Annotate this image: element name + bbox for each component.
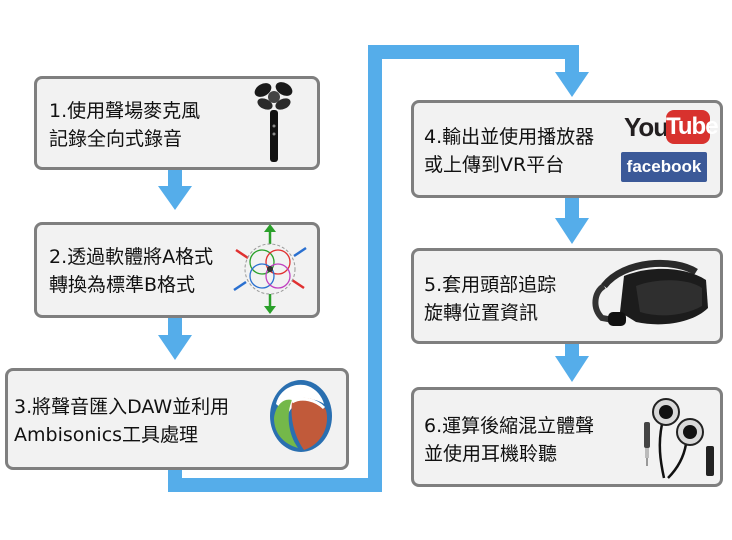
step-5-text: 5.套用頭部追踪 旋轉位置資訊 [424,271,556,327]
earphones-icon [644,398,714,479]
step-1-text: 1.使用聲場麥克風 記錄全向式錄音 [49,97,200,153]
arrow-step1-to-step2 [158,168,192,210]
step-5-line-1: 5.套用頭部追踪 [424,274,557,296]
step-3-text: 3.將聲音匯入DAW並利用 Ambisonics工具處理 [14,393,229,449]
ambisonic-microphone-icon [254,82,293,162]
step-6-line-2: 並使用耳機聆聽 [424,443,558,465]
step-4-text: 4.輸出並使用播放器 或上傳到VR平台 [424,123,594,179]
facebook-logo: facebook [621,152,707,182]
step-2-line-1: 2.透過軟體將A格式 [49,246,214,268]
step-4-line-1: 4.輸出並使用播放器 [424,126,595,148]
ambisonic-format-diagram-icon [233,224,307,314]
step-2-text: 2.透過軟體將A格式 轉換為標準B格式 [49,243,213,299]
arrow-step4-to-step5 [555,196,589,244]
vr-headset-icon [592,259,708,326]
reaper-daw-logo-icon [270,380,332,452]
step-2-line-2: 轉換為標準B格式 [49,274,196,296]
connector-step3-to-step4 [168,45,589,492]
youtube-logo: You Tube [624,110,719,146]
arrow-step5-to-step6 [555,340,589,382]
step-3-line-2: Ambisonics工具處理 [14,424,199,446]
step-5-line-2: 旋轉位置資訊 [424,302,539,324]
youtube-logo-tube: Tube [666,110,719,144]
youtube-logo-you: You [624,112,669,142]
step-1-line-1: 1.使用聲場麥克風 [49,100,201,122]
step-4-line-2: 或上傳到VR平台 [424,154,565,176]
step-1-line-2: 記錄全向式錄音 [49,128,183,150]
step-3-line-1: 3.將聲音匯入DAW並利用 [14,396,230,418]
step-6-box: 6.運算後縮混立體聲 並使用耳機聆聽 [411,387,723,487]
step-6-line-1: 6.運算後縮混立體聲 [424,415,595,437]
arrow-step2-to-step3 [158,316,192,360]
step-6-text: 6.運算後縮混立體聲 並使用耳機聆聽 [424,412,594,468]
